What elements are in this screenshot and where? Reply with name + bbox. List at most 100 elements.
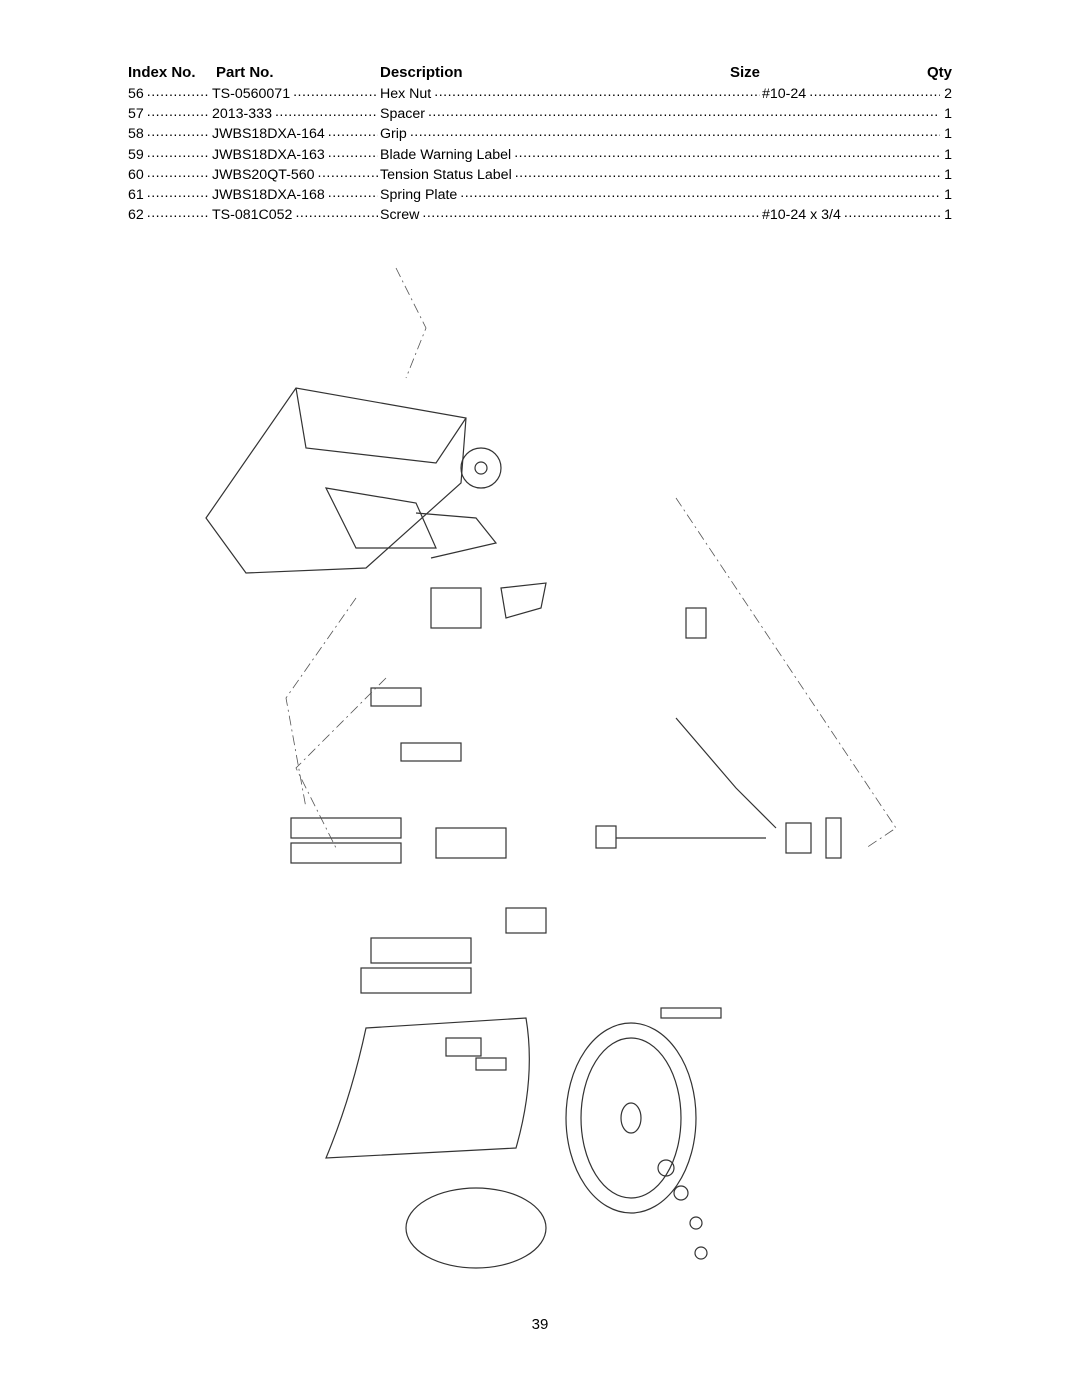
row-index-no: 56 bbox=[128, 86, 144, 102]
row-index-no: 58 bbox=[128, 126, 144, 143]
dot-leader bbox=[317, 167, 378, 181]
dot-leader bbox=[409, 126, 940, 140]
row-qty: 2 bbox=[944, 86, 952, 102]
end-plate bbox=[825, 817, 842, 859]
exploded-view-drawing bbox=[205, 267, 897, 1269]
rail-part-b bbox=[290, 842, 402, 864]
shaft-housing bbox=[785, 822, 812, 854]
row-index-no: 57 bbox=[128, 106, 144, 123]
cover-panel bbox=[325, 1017, 530, 1159]
parts-row: 58 JWBS18DXA-164 Grip 1 bbox=[128, 126, 952, 146]
dot-leader bbox=[292, 86, 378, 100]
frame-inner bbox=[295, 387, 467, 464]
row-index-no: 60 bbox=[128, 166, 144, 183]
label-block-b bbox=[400, 742, 462, 762]
row-qty: 1 bbox=[944, 106, 952, 123]
row-part-no: JWBS18DXA-168 bbox=[212, 186, 325, 203]
wheel-part bbox=[565, 1022, 697, 1214]
parts-list-rows: 56 TS-0560071 Hex Nut #10-24 2 57 2013-333 Spac… bbox=[128, 86, 952, 227]
parts-row: 59 JWBS18DXA-163 Blade Warning Label 1 bbox=[128, 147, 952, 167]
washer-a bbox=[657, 1159, 675, 1177]
row-part-no: JWBS18DXA-164 bbox=[212, 126, 325, 143]
parts-row: 62TS-081C052Screw#10-24 x 3/41 bbox=[128, 207, 952, 227]
blade-sample bbox=[660, 1007, 722, 1019]
nut-part bbox=[694, 1246, 708, 1260]
dot-leader bbox=[327, 147, 378, 161]
row-description: Screw bbox=[380, 207, 420, 224]
dot-leader bbox=[513, 147, 940, 161]
row-size: #10-24 x 3/4 bbox=[762, 207, 841, 224]
row-index-no: 59 bbox=[128, 146, 144, 163]
dot-leader bbox=[327, 126, 378, 140]
dot-leader bbox=[274, 106, 378, 120]
parts-row: 57 2013-333 Spacer 1 bbox=[128, 106, 952, 126]
spring-plate bbox=[685, 607, 707, 639]
center-line-a bbox=[395, 267, 427, 379]
guide-bracket bbox=[500, 582, 547, 619]
dot-leader bbox=[433, 86, 760, 100]
row-part-no: JWBS20QT-560 bbox=[212, 166, 315, 183]
parts-row: 61 JWBS18DXA-168 Spring Plate 1 bbox=[128, 187, 952, 207]
dot-leader bbox=[146, 86, 210, 100]
dot-leader bbox=[146, 207, 210, 221]
row-size: #10-24 bbox=[762, 86, 807, 102]
row-description: Hex Nut bbox=[380, 86, 432, 102]
dot-leader bbox=[808, 86, 940, 100]
row-qty: 1 bbox=[944, 146, 952, 163]
row-qty: 1 bbox=[944, 126, 952, 143]
rail-part-a bbox=[290, 817, 402, 839]
parts-list-header: Index No. Part No. Description Size Qty bbox=[128, 64, 952, 86]
block-part bbox=[430, 587, 482, 629]
row-index-no: 62 bbox=[128, 207, 144, 224]
parts-list: Index No. Part No. Description Size Qty … bbox=[128, 64, 952, 227]
row-description: Blade Warning Label bbox=[380, 146, 512, 163]
row-index-no: 61 bbox=[128, 186, 144, 203]
guard-strip-b bbox=[360, 967, 472, 994]
center-line-c bbox=[675, 497, 897, 849]
header-index-no: Index No. bbox=[128, 64, 196, 81]
row-description: Tension Status Label bbox=[380, 166, 512, 183]
label-block-a bbox=[370, 687, 422, 707]
row-part-no: TS-0560071 bbox=[212, 86, 291, 102]
header-part-no: Part No. bbox=[216, 64, 274, 81]
row-part-no: JWBS18DXA-163 bbox=[212, 146, 325, 163]
parts-row: 56 TS-0560071 Hex Nut #10-24 2 bbox=[128, 86, 952, 106]
handwheel-part bbox=[460, 447, 502, 489]
center-line-b bbox=[295, 677, 387, 849]
dot-leader bbox=[146, 187, 210, 201]
dot-leader bbox=[146, 106, 210, 120]
guard-strip-a bbox=[370, 937, 472, 964]
page-number: 39 bbox=[531, 1316, 549, 1333]
frame-panel bbox=[324, 487, 437, 549]
row-part-no: 2013-333 bbox=[212, 106, 272, 123]
dot-leader bbox=[294, 207, 378, 221]
dot-leader bbox=[327, 187, 378, 201]
row-qty: 1 bbox=[944, 186, 952, 203]
washer-b bbox=[673, 1185, 689, 1201]
dot-leader bbox=[146, 126, 210, 140]
dot-leader bbox=[421, 207, 760, 221]
frame-outline bbox=[205, 387, 467, 574]
dot-leader bbox=[843, 207, 940, 221]
shaft-block bbox=[595, 825, 617, 849]
dot-leader bbox=[146, 167, 210, 181]
dot-leader bbox=[146, 147, 210, 161]
bracket-part bbox=[435, 827, 507, 859]
header-size: Size bbox=[730, 64, 761, 81]
small-block bbox=[505, 907, 547, 934]
row-qty: 1 bbox=[944, 166, 952, 183]
parts-row: 60 JWBS20QT-560 Tension Status Label 1 bbox=[128, 167, 952, 187]
row-description: Spacer bbox=[380, 106, 425, 123]
row-part-no: TS-081C052 bbox=[212, 207, 293, 224]
dot-leader bbox=[514, 167, 940, 181]
header-qty: Qty bbox=[926, 64, 952, 81]
row-description: Spring Plate bbox=[380, 186, 458, 203]
header-description: Description bbox=[380, 64, 463, 81]
exploded-parts-diagram bbox=[176, 248, 916, 1288]
tension-lever bbox=[675, 717, 777, 829]
belt-part bbox=[405, 1187, 547, 1269]
dot-leader bbox=[427, 106, 940, 120]
row-description: Grip bbox=[380, 126, 407, 143]
frame-arm bbox=[415, 512, 498, 559]
washer-c bbox=[689, 1216, 703, 1230]
